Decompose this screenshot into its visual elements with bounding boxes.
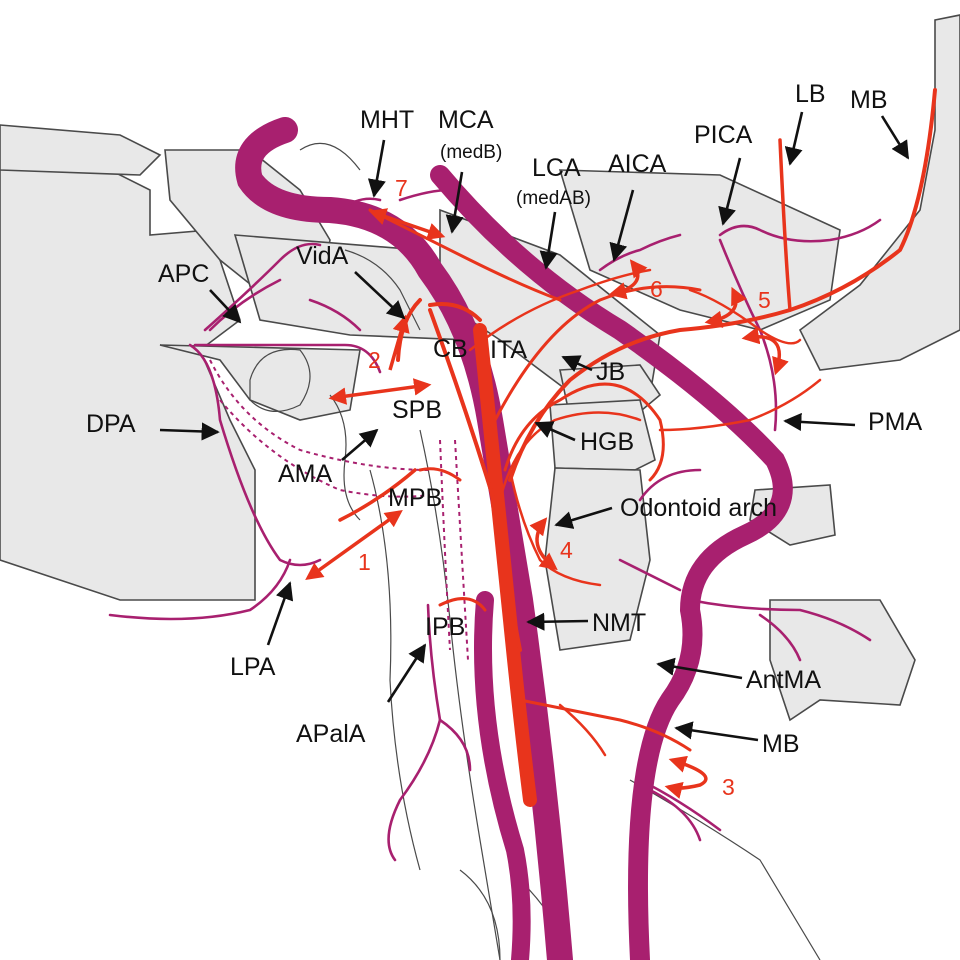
pica-branch [718, 218, 882, 243]
label-mb-top: MB [850, 86, 888, 114]
anastomosis-number-4: 4 [560, 537, 573, 563]
occipital-bone [798, 14, 960, 371]
label-mb-bottom: MB [762, 730, 800, 758]
anastomosis-number-5: 5 [758, 287, 771, 313]
anastomosis-arrow-5b [741, 326, 789, 376]
leader-antma [656, 657, 743, 680]
label-mht: MHT [360, 106, 414, 134]
axis-posterior-bone [769, 599, 916, 722]
anastomosis-arrow-4 [529, 517, 558, 571]
label-vida: VidA [296, 242, 349, 270]
label-hgb: HGB [580, 428, 634, 456]
pharyngeal-dashed-lines [209, 359, 469, 661]
petrous-bone [558, 169, 841, 331]
anastomosis-arrow-6 [608, 259, 648, 300]
leader-pica [718, 157, 742, 226]
leader-lpa [266, 581, 294, 646]
orbit-region [0, 124, 162, 176]
label-ita: ITA [490, 336, 527, 364]
leader-mht [367, 139, 386, 198]
anastomosis-number-2: 2 [368, 347, 381, 373]
anastomosis-number-1: 1 [358, 549, 371, 575]
label-cb: CB [433, 335, 468, 363]
label-mpb: MPB [388, 484, 442, 512]
apala-branch [387, 603, 442, 862]
anastomosis-arrow-3 [664, 755, 708, 799]
leader-apala [386, 643, 427, 703]
anastomosis-number-7: 7 [395, 175, 408, 201]
leader-hgb [534, 421, 576, 442]
label-apc: APC [158, 260, 209, 288]
anastomosis-number-3: 3 [722, 774, 735, 800]
leader-vida [354, 271, 406, 320]
label-aica: AICA [608, 150, 667, 178]
palatine-branch [193, 343, 382, 374]
leader-lca [539, 211, 558, 270]
anastomosis-arrow-2 [328, 378, 432, 405]
ascending-pharyngeal-trunk [473, 323, 537, 807]
label-spb: SPB [392, 396, 442, 424]
leader-ama [341, 428, 379, 461]
label-lpa: LPA [230, 653, 276, 681]
label-med-ab: (medAB) [516, 188, 591, 209]
leader-mb-top [880, 115, 910, 160]
leader-dpa [159, 422, 220, 441]
leader-nmt [526, 612, 589, 631]
leader-aica [609, 189, 635, 262]
anastomosis-arrow-2b [388, 314, 410, 371]
lb-branch [778, 138, 792, 312]
label-pica: PICA [694, 121, 753, 149]
leader-jb [561, 355, 593, 373]
label-lb: LB [795, 80, 826, 108]
label-ipb: IPB [425, 613, 465, 641]
leader-arrows [159, 111, 910, 742]
leader-lb [784, 111, 804, 166]
leader-mca [445, 171, 464, 234]
label-antma: AntMA [746, 666, 821, 694]
label-apala: APalA [296, 720, 366, 748]
label-dpa: DPA [86, 410, 136, 438]
label-odontoid-arch: Odontoid arch [620, 494, 777, 522]
leader-pma [783, 412, 856, 432]
leader-apc [209, 289, 242, 324]
anastomosis-numbers: 1 2 3 4 5 6 7 [358, 175, 771, 800]
anastomosis-arrow-1 [305, 509, 403, 581]
label-mca: MCA [438, 106, 494, 134]
label-jb: JB [596, 358, 625, 386]
label-nmt: NMT [592, 609, 646, 637]
vertebral-artery [430, 165, 793, 960]
label-lca: LCA [532, 154, 581, 182]
leader-odontoid [554, 506, 613, 529]
dpa-branch [188, 343, 322, 567]
leader-mb-bottom [674, 721, 759, 742]
anastomosis-arrow-5 [704, 286, 747, 328]
label-med-b: (medB) [440, 142, 502, 163]
palate-bone [159, 344, 361, 421]
internal-carotid-artery [235, 117, 573, 960]
anastomosis-arrow-7 [368, 208, 446, 240]
anatomy-labels: MHT MCA (medB) LCA (medAB) AICA PICA LB … [86, 80, 923, 758]
mb-bottom-branch [518, 698, 692, 752]
anastomosis-number-6: 6 [650, 276, 663, 302]
anastomosis-arrows [305, 208, 789, 799]
label-ama: AMA [278, 460, 333, 488]
label-pma: PMA [868, 408, 923, 436]
lpa-branch [108, 558, 292, 621]
